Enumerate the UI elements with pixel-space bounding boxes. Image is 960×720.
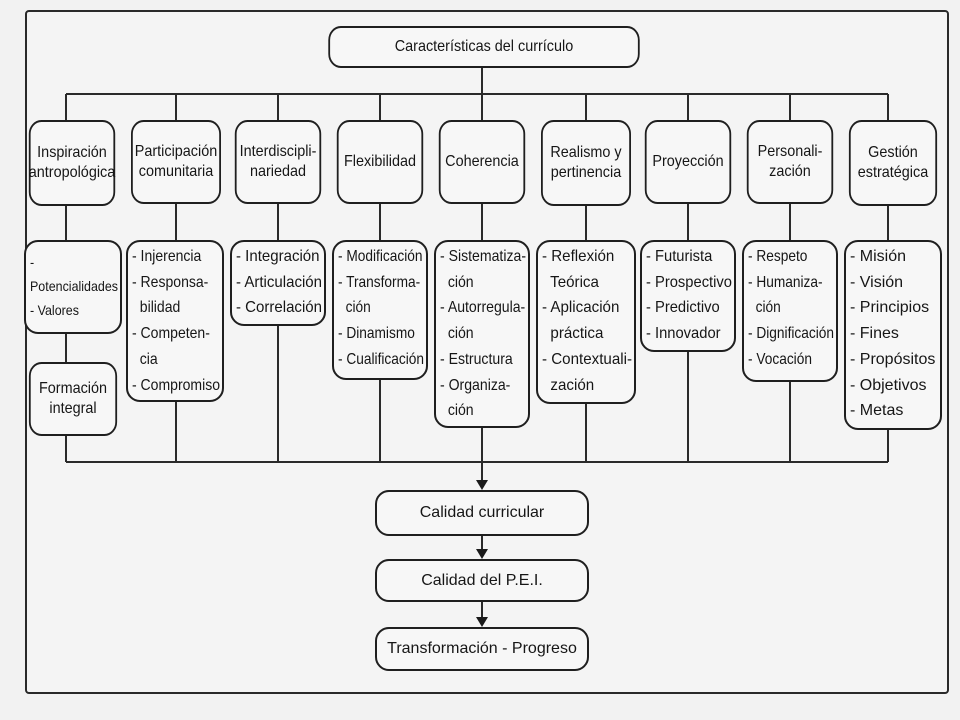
root-label: Características del currículo — [394, 37, 574, 55]
list-item: - Articulación — [236, 273, 322, 291]
root-box: Características del currículo — [328, 26, 640, 68]
list-item: - Estructura — [440, 350, 513, 368]
list-item: cia — [132, 350, 158, 368]
item-list: - Sistematiza- ción - Autorregula- ción - … — [434, 240, 530, 428]
header-box: Participación comunitaria — [131, 120, 221, 204]
list-item: Potencialidades — [30, 278, 118, 294]
arrow-head — [476, 480, 488, 490]
outcome-label: Calidad curricular — [419, 504, 545, 521]
header-box: Proyección — [644, 120, 732, 204]
formacion-integral-box: Formación integral — [28, 362, 118, 436]
list-item: ción — [338, 299, 371, 317]
list-item: - Visión — [850, 273, 904, 291]
list-item: - Humaniza- — [748, 273, 823, 291]
outcome-box-calidad-pei: Calidad del P.E.I. — [375, 559, 589, 602]
item-list: - Respeto - Humaniza- ción - Dignificación… — [742, 240, 838, 382]
list-item: Teórica — [542, 273, 599, 291]
list-item: - Vocación — [748, 350, 812, 368]
list-item: - Transforma- — [338, 273, 421, 291]
header-label: Interdiscipli- nariedad — [239, 142, 317, 180]
list-item: - Contextuali- — [542, 350, 632, 368]
list-item: - Objetivos — [850, 376, 927, 394]
list-item: - Integración — [236, 248, 320, 265]
list-item: - Futurista — [646, 248, 713, 265]
header-label: Gestión estratégica — [857, 143, 929, 181]
header-label: Inspiración antropológica — [28, 143, 116, 181]
header-box: Personali- zación — [746, 120, 834, 204]
outcome-label: Transformación - Progreso — [387, 640, 577, 657]
item-list: - Futurista - Prospectivo - Predictivo - In… — [640, 240, 736, 352]
list-item: - Injerencia — [132, 248, 202, 265]
item-list: - Reflexión Teórica - Aplicación práctica… — [536, 240, 636, 404]
header-box: Inspiración antropológica — [29, 120, 115, 206]
list-item: - Valores — [30, 302, 79, 318]
list-item: ción — [748, 299, 781, 317]
list-item: - Competen- — [132, 325, 210, 343]
header-label: Proyección — [652, 152, 724, 170]
outcome-label: Calidad del P.E.I. — [421, 571, 543, 589]
list-item: ción — [440, 273, 474, 291]
list-item: - Cualificación — [338, 350, 424, 368]
item-list: - Injerencia - Responsa- bilidad - Compete… — [126, 240, 224, 402]
header-label: Flexibilidad — [343, 152, 417, 170]
header-box: Realismo y pertinencia — [541, 120, 631, 206]
item-list: - Integración - Articulación - Correlación — [230, 240, 326, 326]
list-item: - Metas — [850, 402, 904, 420]
list-item: - Dignificación — [748, 325, 834, 343]
item-list: - Potencialidades - Valores — [24, 240, 122, 334]
list-item: - — [30, 254, 35, 270]
header-box: Gestión estratégica — [848, 120, 938, 206]
item-list: - Misión - Visión - Principios - Fines - Pro… — [844, 240, 942, 430]
list-item: práctica — [542, 325, 604, 343]
formacion-integral-label: Formación integral — [38, 379, 108, 417]
list-item: - Prospectivo — [646, 273, 732, 291]
header-box: Coherencia — [438, 120, 526, 204]
list-item: - Autorregula- — [440, 299, 526, 317]
list-item: - Innovador — [646, 325, 721, 343]
header-box: Interdiscipli- nariedad — [234, 120, 322, 204]
list-item: - Dinamismo — [338, 325, 415, 343]
list-item: bilidad — [132, 299, 181, 317]
list-item: - Fines — [850, 325, 899, 343]
arrow-head — [476, 549, 488, 559]
list-item: - Propósitos — [850, 350, 936, 368]
list-item: ción — [440, 402, 474, 420]
header-label: Coherencia — [445, 152, 519, 170]
list-item: - Predictivo — [646, 299, 720, 317]
list-item: - Respeto — [748, 248, 808, 265]
list-item: - Compromiso — [132, 376, 220, 394]
list-item: - Modificación — [338, 248, 423, 265]
list-item: - Misión — [850, 248, 907, 265]
item-list: - Modificación - Transforma- ción - Dinami… — [332, 240, 428, 380]
header-box: Flexibilidad — [336, 120, 424, 204]
list-item: ción — [440, 325, 474, 343]
list-item: - Reflexión — [542, 248, 615, 265]
arrow-head — [476, 617, 488, 627]
list-item: - Principios — [850, 299, 930, 317]
outcome-box-transformacion-progreso: Transformación - Progreso — [375, 627, 589, 671]
outcome-box-calidad-curricular: Calidad curricular — [375, 490, 589, 536]
list-item: - Correlación — [236, 299, 322, 317]
list-item: - Organiza- — [440, 376, 511, 394]
list-item: - Aplicación — [542, 299, 620, 317]
list-item: - Responsa- — [132, 273, 209, 291]
list-item: zación — [542, 376, 595, 394]
header-label: Personali- zación — [757, 142, 823, 180]
header-label: Realismo y pertinencia — [550, 143, 622, 181]
header-label: Participación comunitaria — [134, 142, 218, 180]
list-item: - Sistematiza- — [440, 248, 526, 265]
